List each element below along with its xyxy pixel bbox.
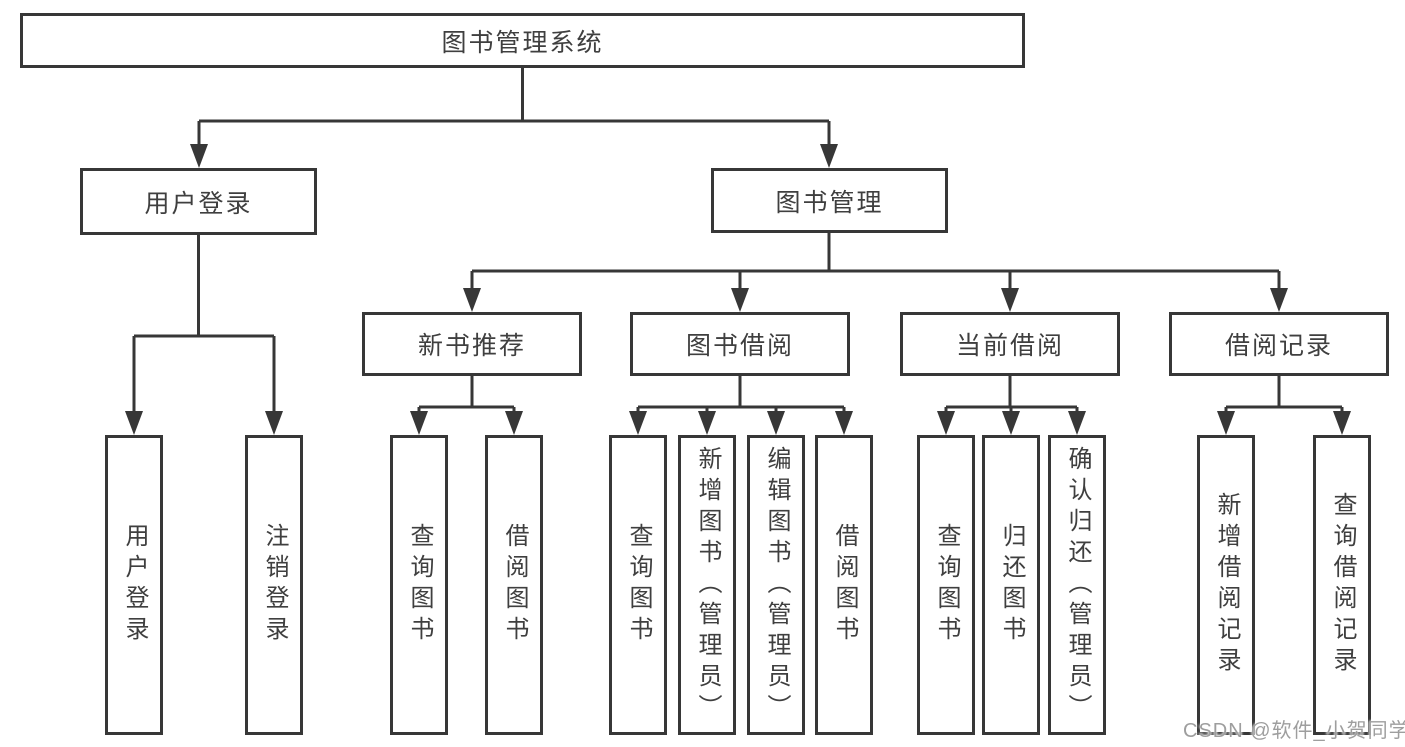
leaf-add-borrow-record: 新增借阅记录 xyxy=(1197,435,1255,735)
leaf-edit-books-admin: 编辑图书（管理员） xyxy=(747,435,805,735)
leaf-confirm-return-admin: 确认归还（管理员） xyxy=(1048,435,1106,735)
node-label: 编辑图书（管理员） xyxy=(763,445,790,725)
node-label: 当前借阅 xyxy=(955,332,1064,360)
node-label: 查询图书 xyxy=(625,523,652,647)
leaf-return-books: 归还图书 xyxy=(982,435,1040,735)
node-label: 新书推荐 xyxy=(417,332,526,360)
node-label: 图书管理 xyxy=(775,188,884,217)
node-label: 用户登录 xyxy=(121,523,148,647)
node-user-login-branch: 用户登录 xyxy=(80,168,317,235)
node-label: 查询图书 xyxy=(933,523,960,647)
node-label: 新增借阅记录 xyxy=(1213,492,1240,678)
node-library-management-system: 图书管理系统 xyxy=(20,13,1025,68)
leaf-query-books-borrow: 查询图书 xyxy=(609,435,667,735)
node-current-borrowing: 当前借阅 xyxy=(900,312,1120,376)
leaf-add-books-admin: 新增图书（管理员） xyxy=(678,435,736,735)
node-label: 图书管理系统 xyxy=(441,28,604,57)
leaf-logout: 注销登录 xyxy=(245,435,303,735)
node-label: 归还图书 xyxy=(998,523,1025,647)
node-label: 图书借阅 xyxy=(685,332,794,360)
node-label: 借阅图书 xyxy=(831,523,858,647)
node-book-management-branch: 图书管理 xyxy=(711,168,948,233)
node-label: 查询借阅记录 xyxy=(1329,492,1356,678)
leaf-query-books-current: 查询图书 xyxy=(917,435,975,735)
leaf-borrow-books-recommend: 借阅图书 xyxy=(485,435,543,735)
node-borrowing-records: 借阅记录 xyxy=(1169,312,1389,376)
node-label: 用户登录 xyxy=(144,189,253,218)
node-label: 查询图书 xyxy=(406,523,433,647)
node-label: 借阅记录 xyxy=(1224,332,1333,360)
node-label: 确认归还（管理员） xyxy=(1064,445,1091,725)
leaf-borrow-books: 借阅图书 xyxy=(815,435,873,735)
node-new-book-recommendation: 新书推荐 xyxy=(362,312,582,376)
node-label: 新增图书（管理员） xyxy=(694,445,721,725)
leaf-query-borrow-record: 查询借阅记录 xyxy=(1313,435,1371,735)
csdn-watermark: CSDN @软件_小贺同学 xyxy=(1183,720,1405,742)
node-label: 注销登录 xyxy=(261,523,288,647)
leaf-query-books-recommend: 查询图书 xyxy=(390,435,448,735)
node-book-borrowing: 图书借阅 xyxy=(630,312,850,376)
node-label: 借阅图书 xyxy=(501,523,528,647)
leaf-user-login: 用户登录 xyxy=(105,435,163,735)
